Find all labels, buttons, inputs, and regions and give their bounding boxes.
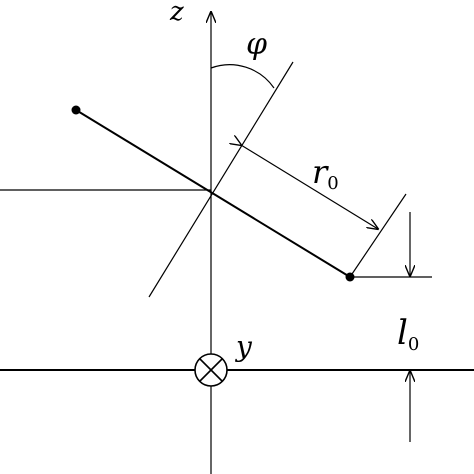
l0-symbol: l	[397, 313, 408, 353]
angle-phi-label: φ	[246, 27, 267, 62]
l0-label: l0	[397, 313, 419, 355]
r0-dimension-arrow	[241, 145, 378, 229]
r0-extension-line	[349, 193, 407, 278]
r0-subscript: 0	[327, 173, 338, 194]
tilted-axis	[148, 61, 294, 298]
dipole-rod	[75, 109, 351, 278]
rod-endpoint-left	[71, 105, 81, 115]
z-axis-label: z	[169, 0, 184, 27]
y-axis-label: y	[234, 330, 253, 363]
l0-subscript: 0	[408, 334, 419, 355]
r0-label: r0	[312, 153, 339, 194]
y-axis-into-page-icon	[194, 353, 228, 387]
r0-symbol: r	[312, 153, 329, 191]
angle-phi-arc	[210, 64, 275, 89]
